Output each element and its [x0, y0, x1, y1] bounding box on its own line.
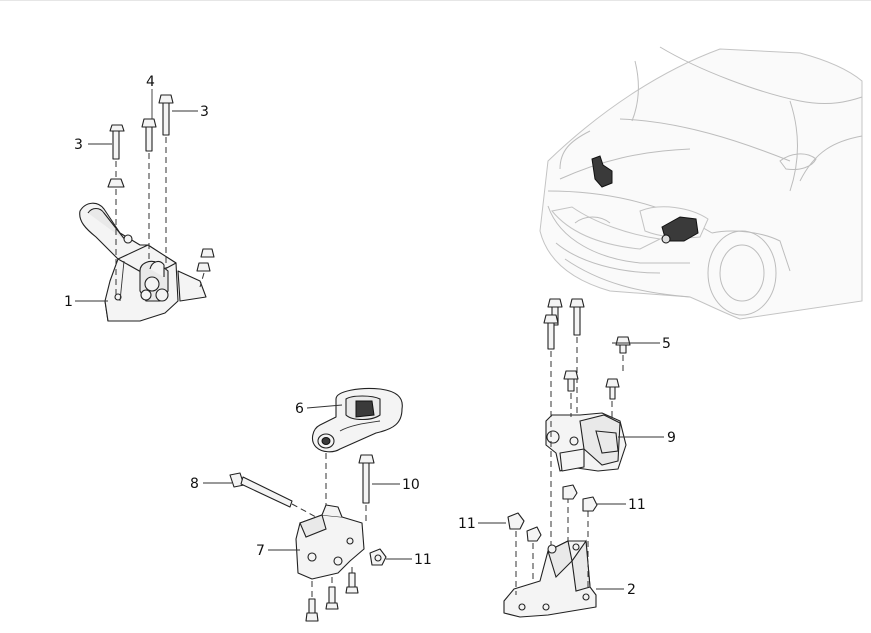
callout-11-bracket-7: 11	[414, 552, 432, 568]
bolt-8	[229, 472, 317, 518]
bolt-4	[141, 118, 157, 259]
nuts-right-assembly-1	[196, 248, 215, 288]
callout-5: 5	[662, 336, 671, 352]
nuts-11-bracket-2	[507, 484, 598, 583]
bolt-10	[358, 454, 375, 525]
callout-4: 4	[146, 74, 155, 90]
callout-9: 9	[667, 430, 676, 446]
torque-rod-6	[311, 387, 403, 519]
bracket-7	[295, 504, 365, 580]
bracket-2	[503, 497, 597, 618]
leader-lines	[75, 89, 664, 590]
callout-6: 6	[295, 401, 304, 417]
bolt-3-right	[158, 94, 174, 269]
callout-7: 7	[256, 543, 265, 559]
bolts-top-mount-9	[543, 298, 631, 549]
callout-8: 8	[190, 476, 199, 492]
callout-11-right: 11	[628, 497, 646, 513]
callout-3-left: 3	[74, 137, 83, 153]
callout-3-right: 3	[200, 104, 209, 120]
callout-11-left: 11	[458, 516, 476, 532]
callout-1: 1	[64, 294, 73, 310]
callout-labels: 1 2 3 3 4 5 6 7 8 9 10 11 11 11	[64, 74, 676, 598]
bolts-under-bracket-7	[305, 567, 359, 622]
nut-11-bracket-7	[369, 548, 387, 566]
nut-left	[107, 178, 125, 297]
mount-bracket-1	[79, 202, 207, 322]
callout-2: 2	[627, 582, 636, 598]
callout-10: 10	[402, 477, 420, 493]
vehicle-illustration	[539, 46, 863, 320]
mount-9	[545, 412, 627, 472]
